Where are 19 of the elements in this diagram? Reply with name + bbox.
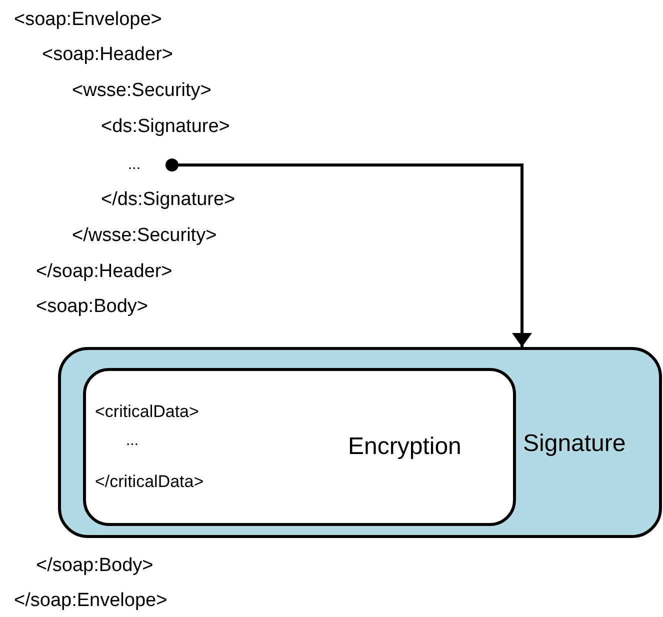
xml-tag-text: </ds:Signature> [101,189,236,211]
ellipsis-text: ... [126,431,139,450]
xml-tag-text: </wsse:Security> [72,225,217,247]
signature-container [58,347,662,538]
xml-tag-text: <soap:Body> [36,296,148,318]
container-label: Signature [523,430,626,458]
xml-tag-text: </soap:Envelope> [14,590,168,612]
box-label: Encryption [348,433,462,461]
xml-tag-text: <soap:Envelope> [14,9,162,31]
xml-tag-text: <wsse:Security> [72,80,212,102]
xml-tag-text: <ds:Signature> [101,116,230,138]
xml-tag-text: <soap:Header> [42,44,173,66]
xml-tag-text: <criticalData> [95,401,199,422]
xml-tag-text: </soap:Header> [36,261,172,283]
xml-tag-text: </criticalData> [95,471,204,492]
ellipsis-text: ... [128,152,168,178]
connector-arrow [166,158,532,347]
encryption-box [83,368,516,526]
xml-tag-text: </soap:Body> [36,555,154,577]
